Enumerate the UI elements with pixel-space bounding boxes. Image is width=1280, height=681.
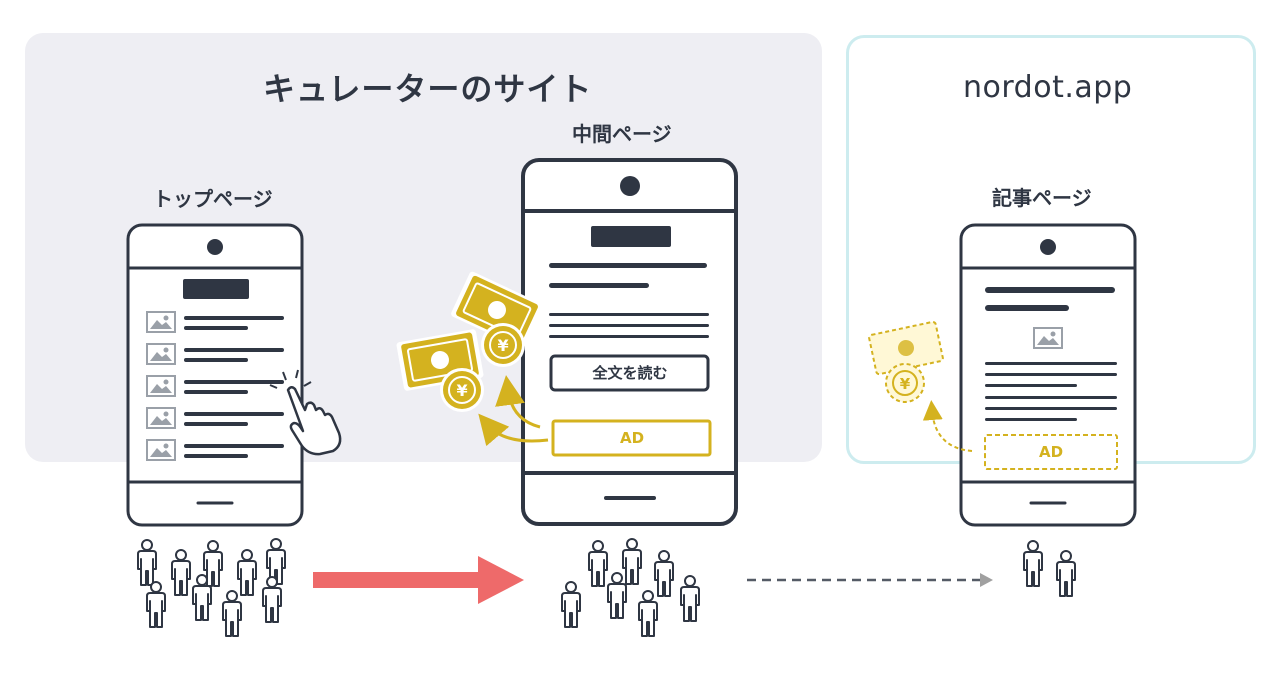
camera-icon xyxy=(1040,239,1056,255)
crowd-middle-page xyxy=(561,538,700,637)
person-icon xyxy=(622,538,642,585)
image-icon xyxy=(146,343,176,365)
svg-text:¥: ¥ xyxy=(900,375,911,393)
person-icon xyxy=(654,550,674,597)
middle-page-phone: 全文を読む AD xyxy=(521,158,738,526)
person-icon xyxy=(680,575,700,622)
image-icon xyxy=(1033,327,1063,349)
person-icon xyxy=(561,581,581,628)
person-icon xyxy=(1056,550,1076,597)
article-ad-slot[interactable]: AD xyxy=(984,434,1118,470)
person-icon xyxy=(171,549,191,596)
svg-text:全文を読む: 全文を読む xyxy=(591,364,667,382)
person-icon xyxy=(607,572,627,619)
camera-icon xyxy=(207,239,223,255)
person-icon xyxy=(237,549,257,596)
middle-page-label: 中間ページ xyxy=(572,122,672,146)
article-page-phone: AD xyxy=(959,223,1137,527)
crowd-article-page xyxy=(1023,540,1076,597)
traffic-flow-arrow xyxy=(313,556,524,604)
image-icon xyxy=(146,407,176,429)
person-icon xyxy=(137,539,157,586)
revenue-icons-middle xyxy=(395,269,549,447)
person-icon xyxy=(1023,540,1043,587)
person-icon xyxy=(638,590,658,637)
read-full-article-button[interactable]: 全文を読む xyxy=(549,354,710,392)
revenue-icons-article: ¥ xyxy=(868,320,973,452)
camera-icon xyxy=(620,176,640,196)
image-icon xyxy=(146,375,176,397)
nordot-app-title: nordot.app xyxy=(963,70,1133,105)
yen-coin-icon: ¥ xyxy=(885,363,925,403)
middle-ad-slot[interactable]: AD xyxy=(551,419,712,457)
article-list xyxy=(146,311,284,461)
image-icon xyxy=(146,439,176,461)
person-icon xyxy=(146,581,166,628)
article-page-label: 記事ページ xyxy=(992,186,1092,210)
crowd-top-page xyxy=(137,538,286,637)
svg-text:AD: AD xyxy=(1039,443,1063,461)
partial-flow-arrow xyxy=(747,573,993,587)
person-icon xyxy=(222,590,242,637)
person-icon xyxy=(588,540,608,587)
curator-site-title: キュレーターのサイト xyxy=(263,70,593,108)
pointing-hand-icon xyxy=(269,369,342,456)
top-page-phone xyxy=(126,223,342,527)
yen-coin-icon xyxy=(480,322,526,368)
image-icon xyxy=(146,311,176,333)
svg-text:AD: AD xyxy=(620,429,644,447)
yen-coin-icon xyxy=(439,367,485,413)
top-page-label: トップページ xyxy=(153,187,273,211)
